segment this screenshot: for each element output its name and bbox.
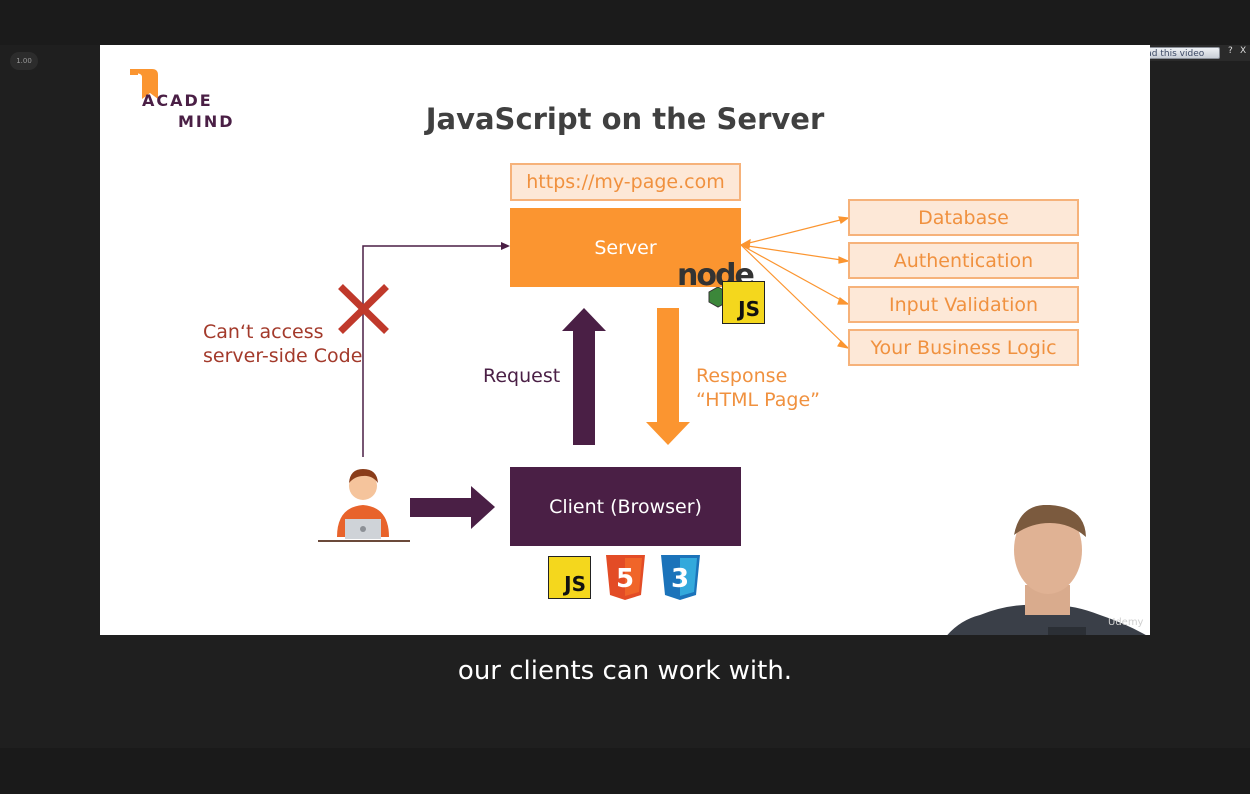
cant-access-label-line2: server-side Code [203, 345, 363, 367]
response-arrow [646, 308, 690, 445]
svg-text:3: 3 [671, 564, 689, 594]
server-url-box: https://my-page.com [510, 163, 741, 201]
close-icon[interactable]: X [1240, 46, 1247, 56]
node-js-badge-icon: JS [722, 281, 765, 324]
video-top-bar [0, 0, 1250, 45]
server-to-services-lines [739, 216, 850, 349]
service-input-validation: Input Validation [848, 286, 1079, 323]
user-to-server-line [362, 245, 504, 457]
service-business-logic: Your Business Logic [848, 329, 1079, 366]
service-authentication: Authentication [848, 242, 1079, 279]
help-icon[interactable]: ? [1228, 46, 1233, 56]
css3-icon: 3 [661, 555, 700, 600]
playback-speed-indicator[interactable]: 1.00 [10, 52, 38, 70]
logo-flag-icon [130, 69, 158, 99]
user-to-server-arrowhead [501, 242, 510, 250]
cant-access-label-line1: Can‘t access [203, 321, 324, 343]
logo-text-mind: MIND [178, 112, 235, 131]
request-label: Request [483, 365, 561, 387]
diagram-connectors: 5 3 [318, 216, 850, 600]
svg-text:5: 5 [616, 564, 634, 594]
slide-title: JavaScript on the Server [425, 102, 825, 136]
user-icon [318, 469, 410, 542]
slide: ACADE MIND JavaScript on the Server [100, 45, 1150, 635]
server-box: Server [510, 208, 741, 287]
udemy-watermark: Udemy [1108, 617, 1144, 628]
subtitle-caption: our clients can work with. [457, 656, 793, 686]
response-label-line1: Response [696, 365, 788, 387]
blocked-x-icon [338, 284, 389, 334]
js-icon: JS [548, 556, 591, 599]
video-bottom-bar [0, 748, 1250, 794]
response-label-line2: “HTML Page” [696, 389, 821, 411]
client-browser-box: Client (Browser) [510, 467, 741, 546]
user-to-client-arrow [410, 486, 495, 529]
presenter-webcam [947, 505, 1146, 635]
logo-text-acade: ACADE [142, 91, 213, 110]
service-database: Database [848, 199, 1079, 236]
request-arrow [562, 308, 606, 445]
html5-icon: 5 [606, 555, 645, 600]
